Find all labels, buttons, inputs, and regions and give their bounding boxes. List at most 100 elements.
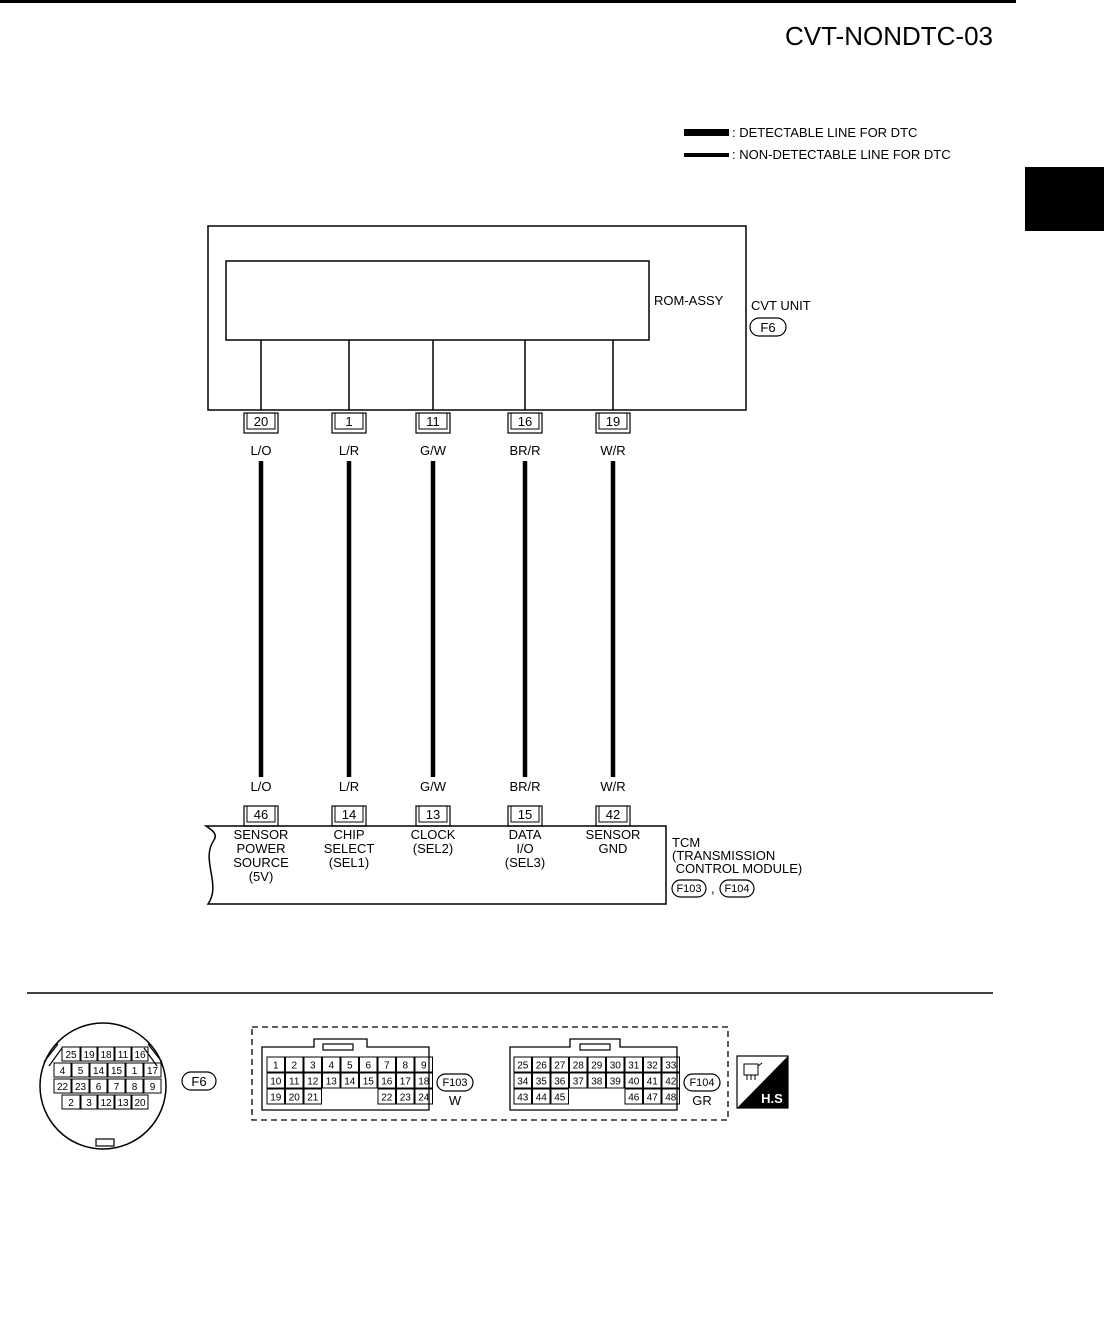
f103-pin-number: 23 (400, 1093, 412, 1104)
f103-pin-cell (285, 1088, 304, 1105)
f103-pin-number: 7 (384, 1061, 390, 1072)
wire-color-lower: L/R (339, 779, 359, 794)
hs-badge-triangle (737, 1056, 788, 1108)
f104-housing (509, 1038, 678, 1111)
tcm-connector-badge-f103-outline (671, 879, 707, 898)
f103-pin-number: 1 (273, 1061, 279, 1072)
f103-pin-cell (396, 1088, 415, 1105)
f6-pin-cell (143, 1062, 162, 1078)
cvt-connector-badge[interactable]: F6 (749, 317, 787, 337)
f6-pin-number: 2 (68, 1098, 74, 1109)
tcm-connector-badge-f104[interactable]: F104 (719, 879, 755, 898)
f6-pin-cell (131, 1046, 149, 1062)
tcm-pin-function: (SEL3) (505, 855, 545, 870)
tcm-pin-function: SELECT (324, 841, 375, 856)
f6-pin-number: 5 (78, 1066, 84, 1077)
f6-pin-number: 12 (100, 1098, 112, 1109)
hs-badge-label: H.S (761, 1091, 783, 1106)
legend-non-detectable-swatch (684, 153, 729, 157)
f104-pin-cell (643, 1072, 662, 1089)
section-tab[interactable] (1025, 167, 1104, 231)
f103-pin-cell (359, 1072, 378, 1089)
f6-pin-cell (61, 1094, 81, 1110)
f6-badge[interactable]: F6 (181, 1071, 217, 1091)
f103-pin-cell (322, 1056, 341, 1073)
f104-pin-number: 44 (536, 1093, 548, 1104)
f6-pin-number: 9 (150, 1082, 156, 1093)
tcm-terminal: 42 (595, 805, 631, 827)
f103-pin-cell (340, 1056, 359, 1073)
f104-pin-cell (550, 1056, 569, 1073)
f104-latch (579, 1043, 611, 1051)
f6-pin-cell (89, 1078, 108, 1094)
legend-non-detectable-label: : NON-DETECTABLE LINE FOR DTC (732, 147, 951, 162)
f103-pin-cell (322, 1072, 341, 1089)
cvt-terminal: 19 (595, 412, 631, 434)
f103-pin-cell (303, 1056, 322, 1073)
cvt-unit: ROM-ASSY CVT UNIT F6 (207, 225, 811, 411)
f103-pin-number: 9 (421, 1061, 427, 1072)
f104-pin-cell (661, 1056, 680, 1073)
f104-pin-number: 38 (591, 1077, 603, 1088)
tcm-connector-badge-f103[interactable]: F103 (671, 879, 707, 898)
f103-pin-number: 19 (270, 1093, 282, 1104)
f104-pin-number: 36 (554, 1077, 566, 1088)
tcm-pin-function: DATA (509, 827, 542, 842)
f6-pin-cell (71, 1062, 90, 1078)
f103-latch (322, 1043, 354, 1051)
tcm-connector-badge-f104-outline (719, 879, 755, 898)
f6-pin-cell (131, 1094, 149, 1110)
f103-pin-cell (414, 1088, 433, 1105)
tcm-pin-function: CHIP (333, 827, 364, 842)
f103-pin-cell (359, 1056, 378, 1073)
tcm-connector-badge-f104-label: F104 (724, 883, 749, 895)
f103-pin-cell (340, 1072, 359, 1089)
legend-detectable-swatch (684, 129, 729, 136)
page-code: CVT-NONDTC-03 (785, 21, 993, 51)
f6-pin-cell (71, 1078, 90, 1094)
wire-color-upper: L/R (339, 443, 359, 458)
f103-pin-number: 5 (347, 1061, 353, 1072)
f103-pin-number: 11 (289, 1077, 300, 1088)
f6-pin-cell (89, 1062, 108, 1078)
f103-badge[interactable]: F103 (436, 1073, 474, 1092)
f103-pin-number: 12 (307, 1077, 319, 1088)
f104-pin-cell (624, 1072, 643, 1089)
f104-pin-cell (606, 1072, 625, 1089)
f6-pin-number: 4 (60, 1066, 66, 1077)
cvt-unit-box (207, 225, 747, 411)
f104-pin-number: 25 (517, 1061, 529, 1072)
f103-pin-cell (285, 1056, 304, 1073)
f103-pin-number: 3 (310, 1061, 316, 1072)
cvt-connector-badge-outline (749, 317, 787, 337)
f103-pin-cell (377, 1088, 396, 1105)
tcm: TCM (TRANSMISSION CONTROL MODULE) F103 ,… (203, 825, 802, 905)
f6-pin-cell (53, 1078, 72, 1094)
f104-pin-number: 47 (647, 1093, 659, 1104)
f104-pin-number: 45 (554, 1093, 566, 1104)
f103-pin-cell (266, 1056, 285, 1073)
f6-pin-number: 22 (57, 1082, 69, 1093)
cvt-terminal-number: 19 (606, 414, 620, 429)
wire-color-lower: BR/R (509, 779, 540, 794)
tcm-pin-function: (SEL1) (329, 855, 369, 870)
cvt-terminal: 20 (243, 412, 279, 434)
f104-pin-cell (569, 1056, 588, 1073)
f6-badge-label: F6 (191, 1074, 206, 1089)
f6-pin-cell (125, 1062, 144, 1078)
rom-assy-box (225, 260, 650, 341)
tcm-terminal-number: 14 (342, 807, 356, 822)
f104-pin-number: 30 (610, 1061, 622, 1072)
tcm-pin-function: SOURCE (233, 855, 289, 870)
f6-pin-number: 20 (134, 1098, 146, 1109)
f6-pin-cell (97, 1094, 115, 1110)
f104-badge[interactable]: F104 (683, 1073, 721, 1092)
f103-pin-number: 15 (363, 1077, 375, 1088)
f6-pin-cell (107, 1078, 126, 1094)
tcm-pin-function: GND (599, 841, 628, 856)
f103-pin-number: 14 (344, 1077, 356, 1088)
tcm-terminal: 15 (507, 805, 543, 827)
